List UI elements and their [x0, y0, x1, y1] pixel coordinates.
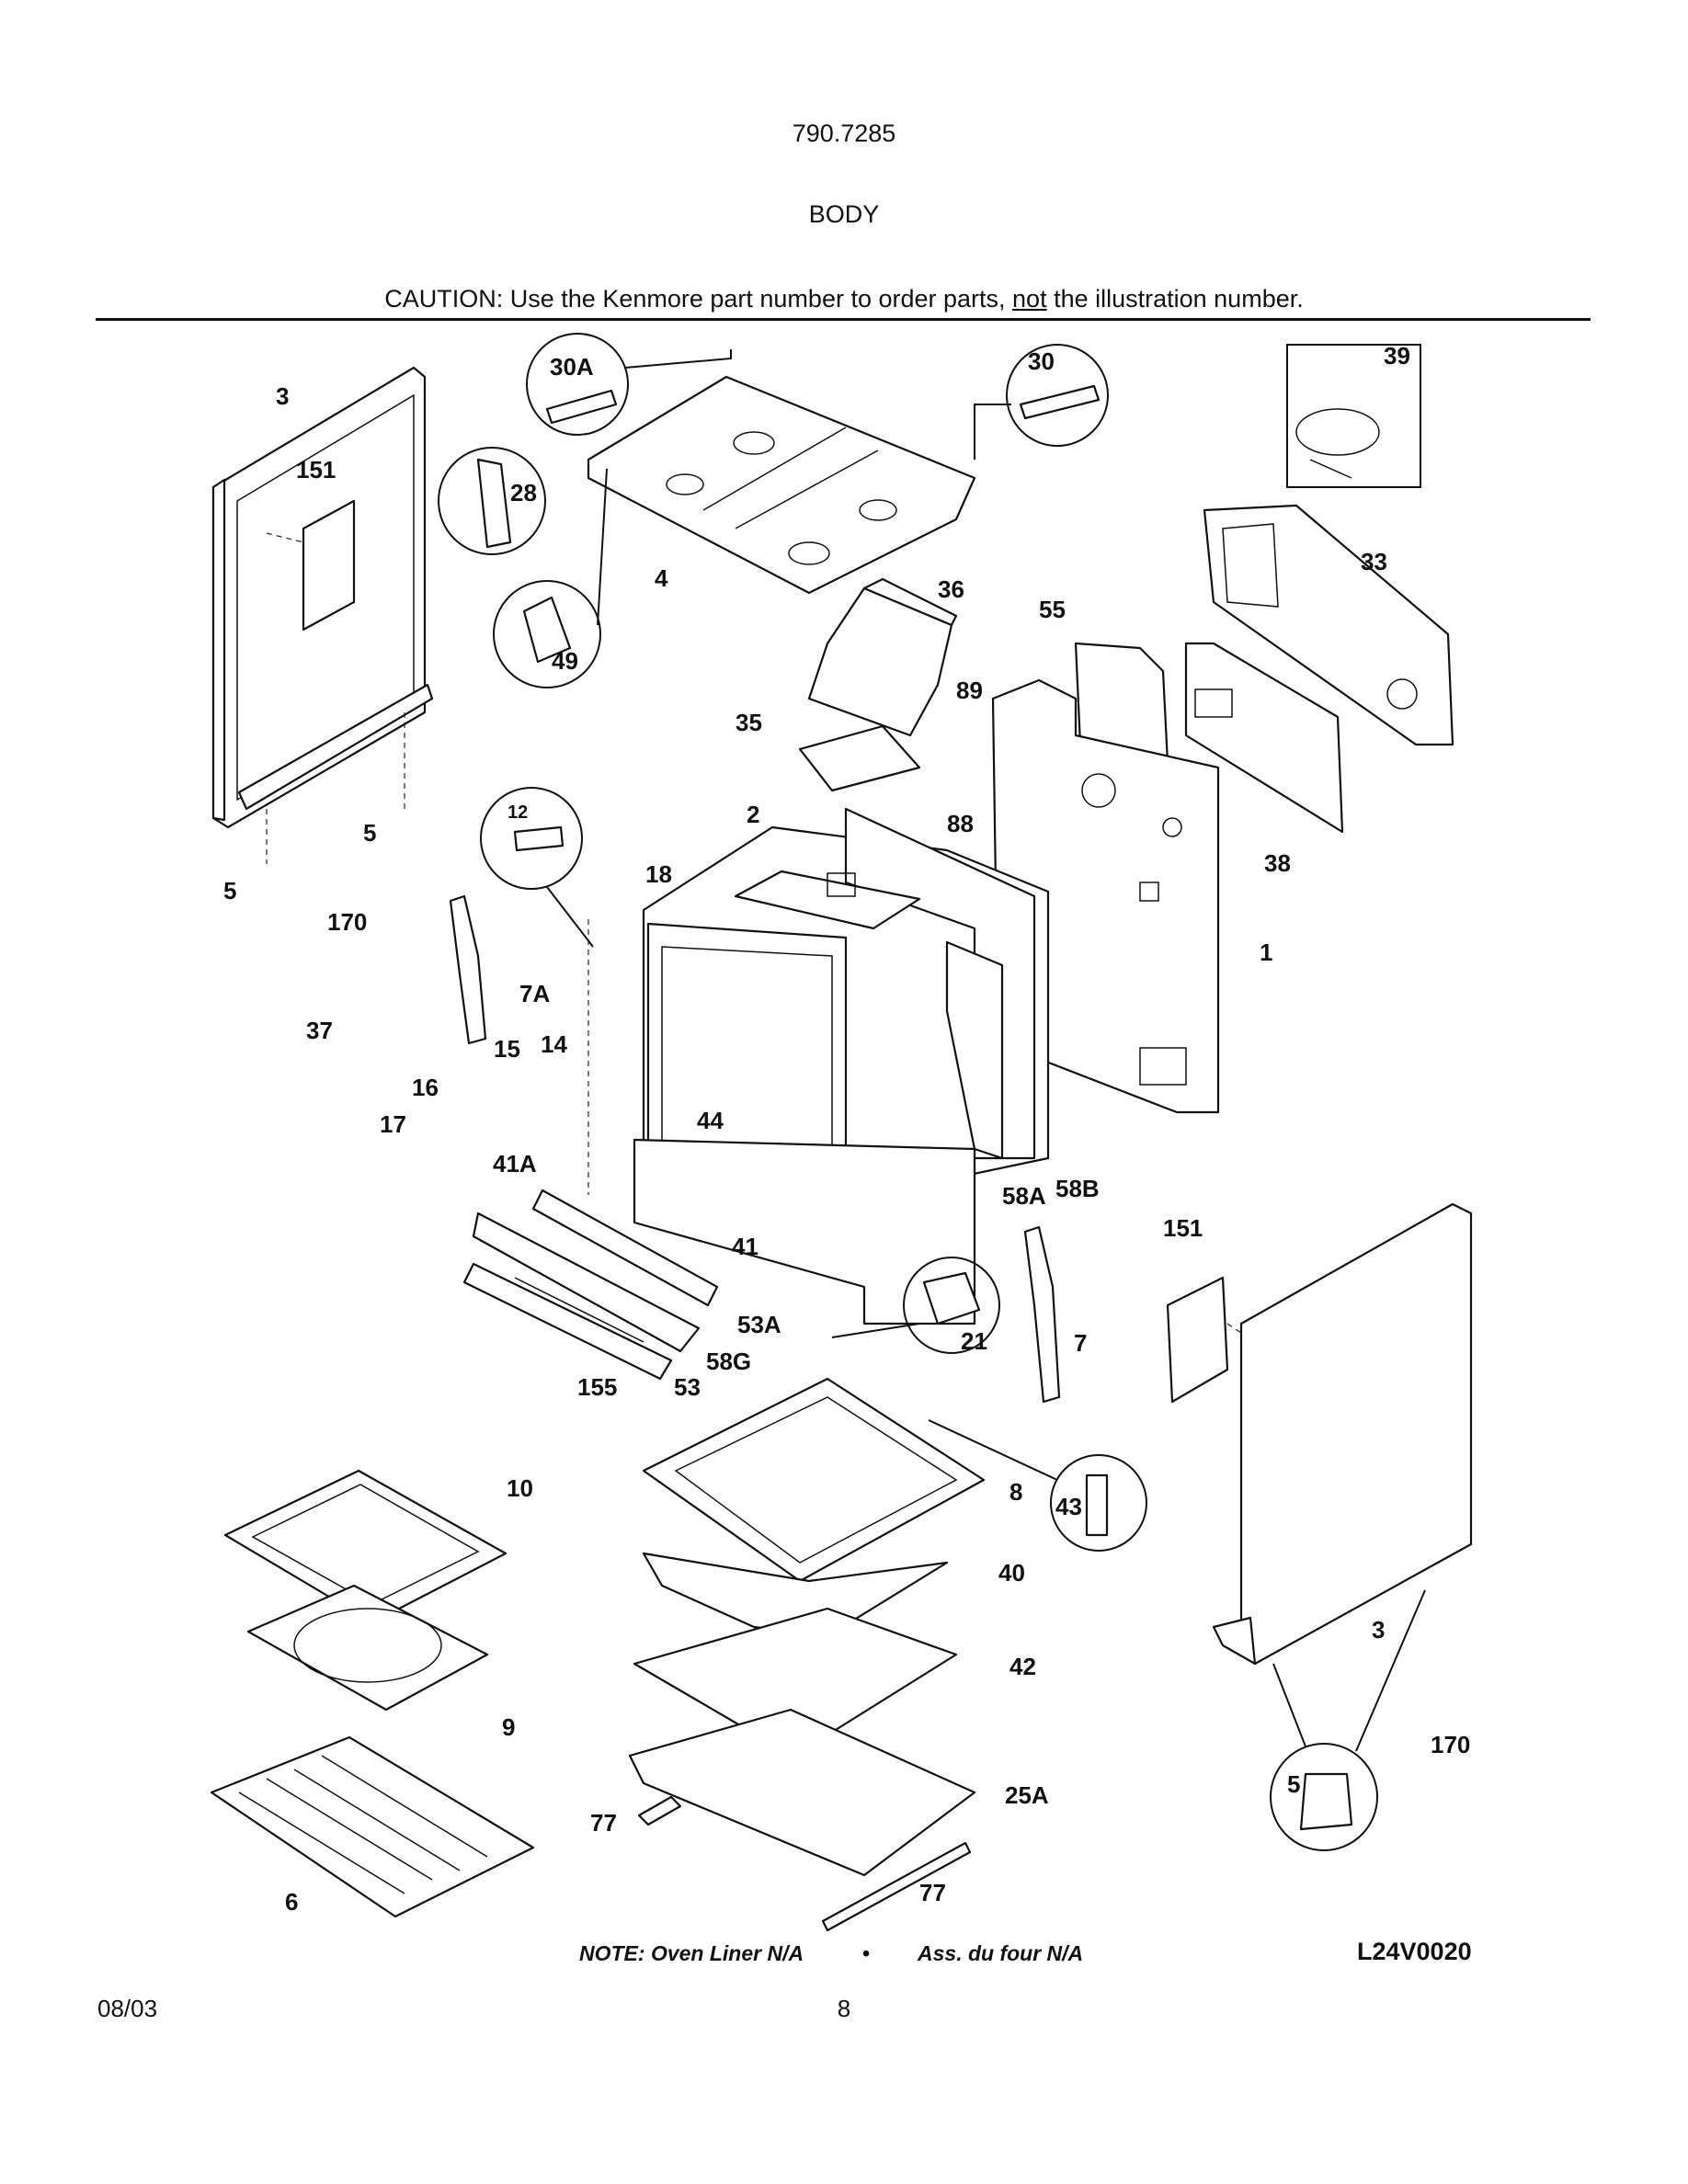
caution-text: CAUTION: Use the Kenmore part number to … [0, 285, 1688, 313]
callout-58g: 58G [706, 1348, 751, 1375]
oven-liner-note-fr: Ass. du four N/A [918, 1941, 1084, 1965]
callout-28-circle [438, 447, 546, 555]
callout-37: 37 [306, 1017, 333, 1044]
hinge-7a [449, 894, 487, 1045]
shield-42 [633, 1607, 958, 1748]
callout-58b: 58B [1055, 1175, 1100, 1202]
callout-36: 36 [938, 575, 964, 603]
callout-1: 1 [1260, 938, 1272, 966]
callout-8: 8 [1009, 1478, 1022, 1506]
callout-5-c: 5 [1287, 1770, 1300, 1798]
oven-cavity [642, 807, 1050, 1206]
callout-21-circle [831, 1257, 1000, 1354]
callout-4: 4 [655, 564, 668, 592]
note-bullet: • [862, 1941, 871, 1965]
callout-151-left: 151 [296, 456, 336, 483]
callout-88: 88 [947, 810, 974, 837]
callout-12: 12 [508, 802, 528, 823]
model-number: 790.7285 [792, 119, 896, 147]
callout-170-right: 170 [1431, 1731, 1470, 1758]
callout-9: 9 [502, 1713, 515, 1741]
caution-emphasis: not [1012, 285, 1047, 313]
callout-40: 40 [998, 1559, 1025, 1587]
slide-77-left [637, 1795, 682, 1826]
callout-53: 53 [674, 1373, 701, 1401]
panel-38 [1184, 642, 1344, 834]
callout-49: 49 [552, 647, 578, 675]
callout-15: 15 [494, 1035, 520, 1063]
broil-pan [223, 1469, 508, 1712]
page-number: 8 [837, 1995, 851, 2022]
callout-5-circle [1270, 1743, 1378, 1851]
insulation-151-right [1166, 1276, 1229, 1404]
callout-170-left: 170 [327, 908, 367, 936]
callout-12-circle [480, 787, 583, 890]
callout-7a: 7A [519, 980, 550, 1007]
footer-date: 08/03 [97, 1995, 158, 2022]
callout-38: 38 [1264, 849, 1291, 877]
cooktop-frame [587, 375, 976, 595]
section-title: BODY [808, 200, 880, 228]
lower-box [633, 1138, 976, 1325]
insulation-35 [798, 724, 921, 792]
callout-16: 16 [412, 1074, 439, 1101]
callout-21: 21 [961, 1327, 987, 1355]
callout-5-a: 5 [363, 819, 376, 847]
oven-rack [210, 1735, 535, 1918]
callout-55: 55 [1039, 596, 1066, 623]
insulation-151-left [302, 499, 356, 631]
caution-prefix: CAUTION: Use the Kenmore part number to … [384, 285, 1013, 313]
back-panel-upper [1203, 504, 1454, 746]
callout-30a: 30A [550, 353, 594, 381]
drawer-25A [628, 1708, 976, 1877]
caution-suffix: the illustration number. [1046, 285, 1304, 313]
power-cord-box [1286, 344, 1421, 488]
callout-41: 41 [732, 1233, 758, 1260]
callout-35: 35 [736, 709, 762, 736]
callout-2: 2 [747, 801, 759, 828]
callout-77-a: 77 [590, 1809, 617, 1837]
callout-3-left: 3 [276, 382, 289, 410]
hinge-7 [1023, 1225, 1061, 1404]
callout-77-b: 77 [919, 1879, 946, 1906]
callout-28: 28 [510, 479, 537, 506]
burner-box [807, 577, 958, 737]
side-panel-right [1212, 1202, 1473, 1666]
drawing-id: L24V0020 [1357, 1938, 1472, 1965]
callout-42: 42 [1009, 1653, 1036, 1680]
callout-49-circle [493, 580, 601, 688]
callout-39: 39 [1384, 342, 1410, 370]
callout-53a: 53A [737, 1311, 781, 1338]
callout-30: 30 [1028, 347, 1055, 375]
callout-58a: 58A [1002, 1182, 1046, 1210]
callout-10: 10 [507, 1474, 533, 1502]
callout-89: 89 [956, 677, 983, 704]
oven-bottom-8 [642, 1377, 986, 1583]
callout-5-b: 5 [223, 877, 236, 904]
callout-18: 18 [645, 860, 672, 888]
callout-14: 14 [541, 1030, 567, 1058]
header-divider [96, 318, 1591, 321]
callout-30a-circle [526, 333, 629, 436]
vent-assembly [462, 1189, 719, 1381]
callout-44: 44 [697, 1107, 724, 1134]
callout-17: 17 [380, 1110, 406, 1138]
callout-43-circle [1050, 1454, 1147, 1552]
callout-151-right: 151 [1163, 1214, 1203, 1242]
callout-7: 7 [1074, 1329, 1087, 1357]
callout-25a: 25A [1005, 1781, 1049, 1809]
callout-30-circle [1006, 344, 1109, 447]
slide-77-right [821, 1841, 972, 1932]
callout-33: 33 [1361, 548, 1387, 575]
oven-liner-note: NOTE: Oven Liner N/A [579, 1941, 804, 1965]
callout-155: 155 [577, 1373, 617, 1401]
callout-41a: 41A [493, 1150, 537, 1177]
callout-6: 6 [285, 1888, 298, 1916]
callout-43: 43 [1055, 1493, 1082, 1520]
callout-3-right: 3 [1372, 1616, 1385, 1644]
